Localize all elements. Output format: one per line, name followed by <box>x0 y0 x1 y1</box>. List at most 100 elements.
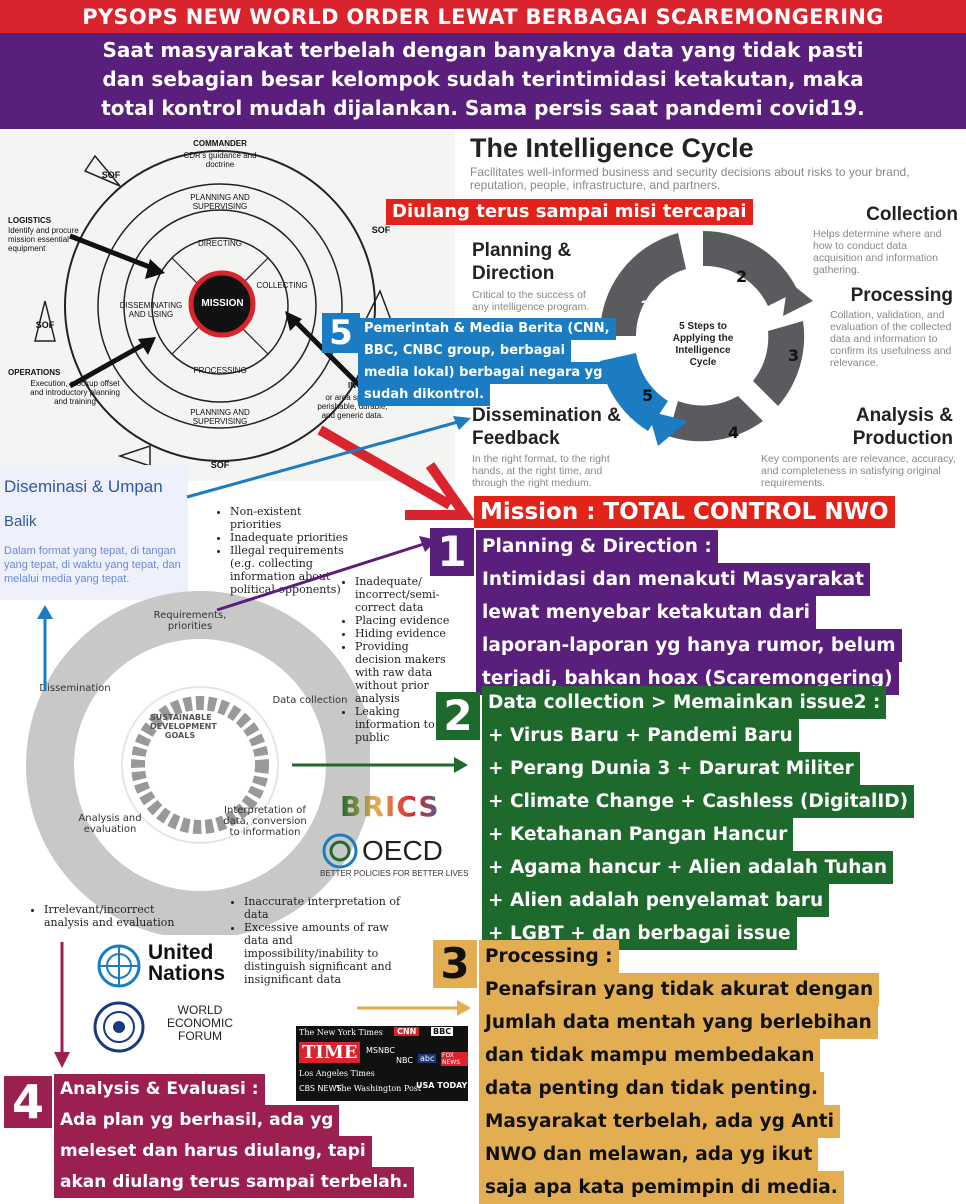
issue-item: Non-existent priorities <box>230 505 348 531</box>
imf-seal-icon <box>92 1000 146 1054</box>
step2-text: Data collection > Memainkan issue2 : + V… <box>482 686 915 950</box>
step4-number-box: 4 <box>4 1076 52 1128</box>
mission-core-label: MISSION <box>201 298 244 309</box>
media-logo: BBC <box>431 1027 454 1036</box>
issue-item: Irrelevant/incorrect analysis and evalua… <box>44 903 187 929</box>
planning-heading: Planning & Direction <box>472 240 572 284</box>
step3-line: Masyarakat terbelah, ada yg Anti <box>479 1105 840 1138</box>
step5-line: Pemerintah & Media Berita (CNN, <box>358 318 616 340</box>
page-title: PYSOPS NEW WORLD ORDER LEWAT BERBAGAI SC… <box>0 0 966 33</box>
step2-line: + Perang Dunia 3 + Darurat Militer <box>482 752 860 785</box>
issue-item: Hiding evidence <box>355 627 458 640</box>
step1-line: laporan-laporan yg hanya rumor, belum <box>476 629 902 662</box>
intel-cycle-subtitle: Facilitates well-informed business and s… <box>470 165 910 192</box>
mission-label: Mission : TOTAL CONTROL NWO <box>474 496 895 528</box>
un-logo: United Nations <box>148 941 226 985</box>
logistics-sub: Identify and procure mission essential e… <box>8 226 79 253</box>
cycle-number: 3 <box>788 346 800 365</box>
step1-number: 1 <box>437 527 467 576</box>
issue-item: Illegal requirements (e.g. collecting in… <box>230 544 348 596</box>
green-arrow <box>292 757 468 773</box>
disseminating-label: DISSEMINATING AND USING <box>119 301 183 319</box>
step5-text: Pemerintah & Media Berita (CNN, BBC, CNB… <box>358 318 616 406</box>
issue-item: Providing decision makers with raw data … <box>355 640 458 705</box>
dissemination-title: Diseminasi & Umpan <box>4 477 163 496</box>
step3-number-box: 3 <box>433 940 477 988</box>
sof-label: SOF <box>371 225 391 235</box>
gold-arrow <box>357 1000 471 1016</box>
cycle-number: 5 <box>642 386 654 405</box>
dissemination-desc: Dalam format yang tepat, di tangan yang … <box>4 545 181 585</box>
commander-sub: CDR's guidance and doctrine <box>183 151 257 169</box>
collecting-label: COLLECTING <box>256 281 308 290</box>
processing-label: PROCESSING <box>193 366 247 375</box>
cycle-center-label: 5 Steps to Applying the Intelligence Cyc… <box>672 321 734 368</box>
issue-item: Inadequate priorities <box>230 531 348 544</box>
media-logo: NBC <box>396 1056 413 1065</box>
media-logo: abc <box>418 1054 437 1063</box>
dissemination-heading: Dissemination & Feedback <box>472 405 621 449</box>
sof-label: SOF <box>210 460 230 470</box>
step4-line: meleset dan harus diulang, tapi <box>54 1136 372 1167</box>
analysis-issues: Irrelevant/incorrect analysis and evalua… <box>32 903 187 929</box>
directing-label: DIRECTING <box>198 239 242 248</box>
media-logo: CBS NEWS <box>299 1084 342 1093</box>
step2-line: + Alien adalah penyelamat baru <box>482 884 830 917</box>
media-logo: TIME <box>299 1042 361 1063</box>
interpretation-label: Interpretation of data, conversion to in… <box>223 805 307 838</box>
intel-cycle-title: The Intelligence Cycle <box>470 133 754 163</box>
step1-heading: Planning & Direction : <box>476 530 718 563</box>
step2-line: + Virus Baru + Pandemi Baru <box>482 719 799 752</box>
purple-connector-arrow <box>216 536 437 612</box>
step4-number: 4 <box>11 1075 44 1129</box>
issue-item: Inadequate/ incorrect/semi-correct data <box>355 575 458 614</box>
requirements-issues: Non-existent priorities Inadequate prior… <box>218 505 348 596</box>
red-arrow <box>317 425 475 520</box>
step5-line: sudah dikontrol. <box>358 384 491 406</box>
media-logo: CNN <box>394 1027 420 1036</box>
intro-line: Saat masyarakat terbelah dengan banyakny… <box>102 38 864 62</box>
cycle-number: 4 <box>728 423 740 442</box>
dissemination-callout: Diseminasi & Umpan Balik Dalam format ya… <box>0 465 188 600</box>
military-cycle-graphic <box>34 150 397 468</box>
analysis-desc: Key components are relevance, accuracy, … <box>761 453 956 489</box>
step3-text: Processing : Penafsiran yang tidak akura… <box>479 940 880 1204</box>
cycle-number: 2 <box>736 267 748 286</box>
collection-desc: Helps determine where and how to conduct… <box>813 228 942 276</box>
media-logo: USA TODAY <box>416 1081 468 1090</box>
repeat-label: Diulang terus sampai misi tercapai <box>386 199 753 225</box>
step1-number-box: 1 <box>430 528 474 576</box>
step4-line: Ada plan yg berhasil, ada yg <box>54 1105 340 1136</box>
planning-bottom-label: PLANNING AND SUPERVISING <box>190 408 250 426</box>
brics-logo: BRICS <box>340 790 450 826</box>
data-collection-label: Data collection <box>272 695 348 706</box>
step2-heading: Data collection > Memainkan issue2 : <box>482 686 887 719</box>
intel-sub: or area specific perishable, durable, an… <box>317 393 388 420</box>
media-logo: MSNBC <box>366 1046 395 1055</box>
step5-line: media lokal) berbagai negara yg <box>358 362 609 384</box>
intel-label: INT <box>348 381 361 390</box>
media-logo: The Washington Post <box>336 1084 422 1093</box>
blue-up-arrow <box>37 605 53 691</box>
step3-line: saja apa kata pemimpin di media. <box>479 1171 844 1204</box>
step1-line: lewat menyebar ketakutan dari <box>476 596 816 629</box>
intro-line: total kontrol mudah dijalankan. Sama per… <box>101 96 865 120</box>
step2-line: + Agama hancur + Alien adalah Tuhan <box>482 851 894 884</box>
step3-number: 3 <box>440 939 470 988</box>
media-logos: The New York Times CNN BBC TIME MSNBC NB… <box>296 1026 468 1101</box>
planning-desc: Critical to the success of any intellige… <box>472 289 590 313</box>
operations-sub: Execution, mockup offset and introductor… <box>30 379 120 406</box>
interp-issues: Inaccurate interpretation of data Excess… <box>232 895 402 986</box>
step3-line: dan tidak mampu membedakan <box>479 1039 821 1072</box>
issue-item: Placing evidence <box>355 614 458 627</box>
sof-label: SOF <box>101 170 121 180</box>
collection-heading: Collection <box>866 204 958 225</box>
step2-line: + Ketahanan Pangan Hancur <box>482 818 794 851</box>
sdg-logo: SUSTAINABLE DEVELOPMENT GOALS <box>150 713 217 740</box>
analysis-label: Analysis and evaluation <box>78 813 142 835</box>
media-logo: Los Angeles Times <box>299 1069 375 1078</box>
step2-line: + Climate Change + Cashless (DigitalID) <box>482 785 915 818</box>
issue-item: Leaking information to the public <box>355 705 458 744</box>
step4-line: akan diulang terus sampai terbelah. <box>54 1167 415 1198</box>
intro-text: Saat masyarakat terbelah dengan banyakny… <box>0 33 966 129</box>
